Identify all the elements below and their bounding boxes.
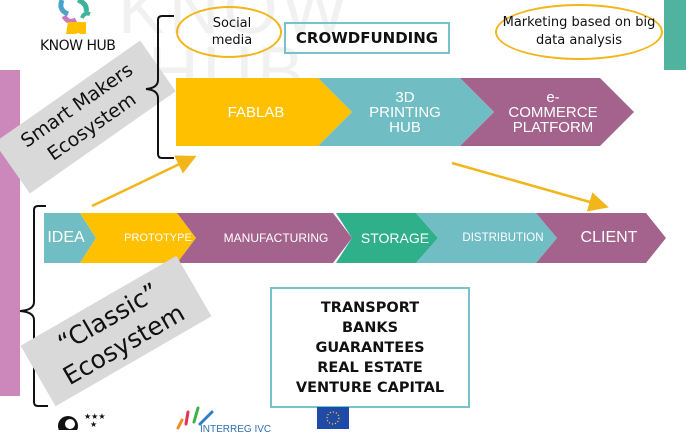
chevron-client xyxy=(536,213,666,263)
classic-chain-shapes xyxy=(44,213,352,263)
resources-box: TRANSPORT BANKS GUARANTEES REAL ESTATE V… xyxy=(270,287,470,408)
smart-makers-chain xyxy=(176,78,634,146)
partner-logo-stars-icon: ★★★ ★ xyxy=(58,412,106,430)
right-accent-bar xyxy=(664,0,686,70)
chevron-distribution-label: DISTRIBUTION xyxy=(462,232,544,244)
arrow-classic-to-smart xyxy=(91,155,197,208)
chevron-manufacturing xyxy=(177,213,352,263)
chevron-storage-label: STORAGE xyxy=(360,230,430,246)
arrow-smart-to-client xyxy=(451,161,609,212)
resource-item: TRANSPORT xyxy=(320,299,420,316)
resource-item: GUARANTEES xyxy=(315,339,425,356)
social-media-ellipse: Social media xyxy=(176,6,282,58)
chevron-prototype-label: PROTOTYPE xyxy=(124,232,192,244)
chevron-manufacturing-label: MANUFACTURING xyxy=(223,231,329,245)
classic-ecosystem-label: “Classic” Ecosystem xyxy=(20,255,212,407)
chevron-prototype xyxy=(80,213,196,263)
resource-item: BANKS xyxy=(341,319,399,336)
classic-brace xyxy=(19,205,48,407)
chevron-3d-printing-hub-label: 3D PRINTING HUB xyxy=(369,88,441,136)
interreg-logo-icon xyxy=(176,406,214,430)
svg-text:★★★: ★★★ xyxy=(84,412,106,421)
smart-makers-brace xyxy=(145,15,174,159)
svg-text:★: ★ xyxy=(90,420,97,429)
resource-item: VENTURE CAPITAL xyxy=(295,379,445,396)
knowhub-logo-text: KNOW HUB xyxy=(40,38,116,54)
chevron-client-label: CLIENT xyxy=(580,229,638,246)
chevron-ecommerce-platform-label: e- COMMERCE PLATFORM xyxy=(508,88,598,136)
chevron-idea-label: IDEA xyxy=(47,229,85,246)
knowhub-logo-icon xyxy=(58,0,91,39)
chevron-idea xyxy=(44,213,96,263)
chevron-storage xyxy=(336,213,438,263)
crowdfunding-box: CROWDFUNDING xyxy=(284,22,450,54)
resource-item: REAL ESTATE xyxy=(317,359,423,376)
classic-chain-shapes-right xyxy=(336,213,666,263)
chevron-3d-printing-hub xyxy=(318,78,494,146)
chevron-fablab xyxy=(176,78,352,146)
eu-flag-icon xyxy=(317,407,349,429)
chevron-distribution xyxy=(416,213,557,263)
chevron-fablab-label: FABLAB xyxy=(227,103,285,121)
chevron-ecommerce-platform xyxy=(460,78,634,146)
marketing-ellipse: Marketing based on big data analysis xyxy=(495,4,663,60)
